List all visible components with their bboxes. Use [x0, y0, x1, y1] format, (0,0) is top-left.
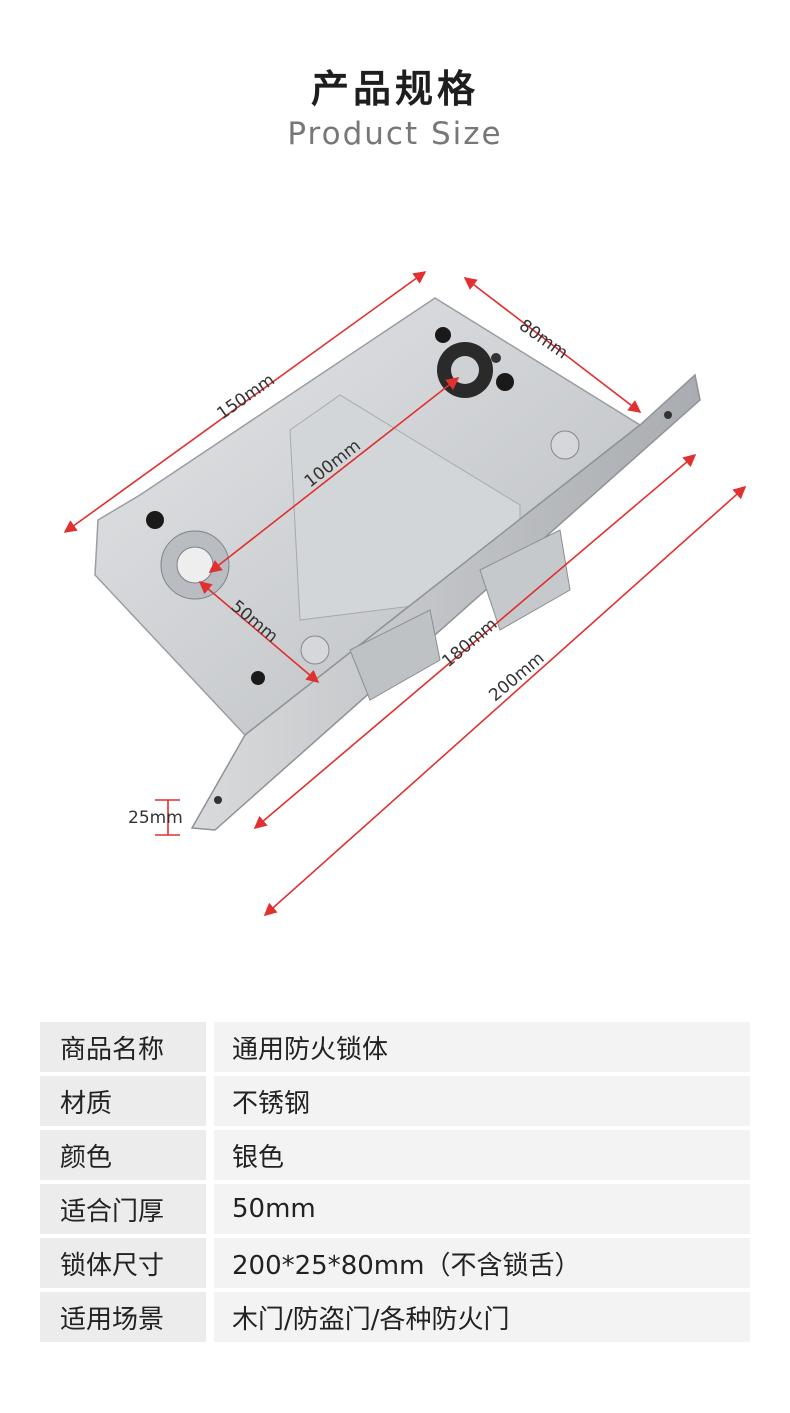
spec-row: 锁体尺寸 200*25*80mm（不含锁舌）: [40, 1238, 750, 1288]
spec-row: 适合门厚 50mm: [40, 1184, 750, 1234]
spec-value: 200*25*80mm（不含锁舌）: [214, 1238, 750, 1288]
spec-key: 材质: [40, 1076, 206, 1126]
spec-value: 银色: [214, 1130, 750, 1180]
spec-row: 材质 不锈钢: [40, 1076, 750, 1126]
spec-row: 适用场景 木门/防盗门/各种防火门: [40, 1292, 750, 1342]
lock-illustration: 150mm 80mm 100mm 50mm 180mm 200mm 25mm: [63, 271, 747, 917]
spec-table: 商品名称 通用防火锁体 材质 不锈钢 颜色 银色 适合门厚 50mm 锁体尺寸 …: [40, 1022, 750, 1346]
spec-key: 适合门厚: [40, 1184, 206, 1234]
spec-key: 适用场景: [40, 1292, 206, 1342]
spec-value: 不锈钢: [214, 1076, 750, 1126]
spec-key: 商品名称: [40, 1022, 206, 1072]
lock-body-diagram: 150mm 80mm 100mm 50mm 180mm 200mm 25mm: [0, 250, 790, 950]
spec-value: 木门/防盗门/各种防火门: [214, 1292, 750, 1342]
page-title: 产品规格: [310, 67, 479, 111]
spec-row: 颜色 银色: [40, 1130, 750, 1180]
dim-200-label: 200mm: [485, 648, 548, 705]
page-subtitle: Product Size: [287, 116, 503, 152]
spec-key: 颜色: [40, 1130, 206, 1180]
spec-key: 锁体尺寸: [40, 1238, 206, 1288]
dim-25-label: 25mm: [128, 808, 183, 828]
spec-row: 商品名称 通用防火锁体: [40, 1022, 750, 1072]
spec-value: 通用防火锁体: [214, 1022, 750, 1072]
dimension-lines: [63, 271, 747, 917]
spec-value: 50mm: [214, 1184, 750, 1234]
